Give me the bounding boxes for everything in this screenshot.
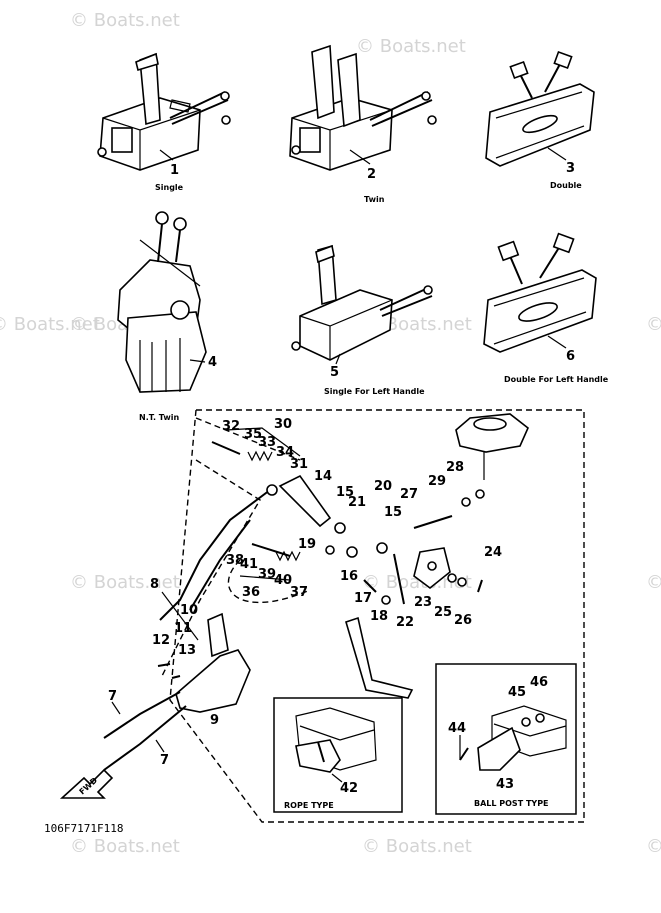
inset-caption: ROPE TYPE xyxy=(284,801,334,810)
callout-number: 30 xyxy=(274,417,292,432)
callout-number: 34 xyxy=(276,445,294,460)
variant-caption: N.T. Twin xyxy=(139,413,180,422)
callout-number: 32 xyxy=(222,419,240,434)
watermark: © Boats.net xyxy=(646,836,661,857)
callout-number: 16 xyxy=(340,569,358,584)
variant-caption: Double For Left Handle xyxy=(504,375,609,384)
callout-numbers: 7 7 8 9 10 11 12 13 14 15 15 16 17 18 19… xyxy=(108,417,502,768)
callout-number: 39 xyxy=(258,567,276,582)
callout-number: 15 xyxy=(384,505,402,520)
callout-number: 33 xyxy=(258,435,276,450)
nt-twin-remote-control-drawing xyxy=(117,211,207,393)
callout-number: 20 xyxy=(374,479,392,494)
callout-number: 12 xyxy=(152,633,170,648)
callout-number: 23 xyxy=(414,595,432,610)
callout-number: 28 xyxy=(446,460,464,475)
variant-number: 2 xyxy=(367,167,376,182)
variant-number: 1 xyxy=(170,163,179,178)
callout-number: 17 xyxy=(354,591,372,606)
variant-caption: Single xyxy=(155,183,184,192)
variant-number: 3 xyxy=(566,161,575,176)
inset-caption: BALL POST TYPE xyxy=(474,799,549,808)
variant-twin: 2 Twin xyxy=(289,44,437,204)
variant-number: 4 xyxy=(208,355,217,370)
variant-caption: Single For Left Handle xyxy=(324,387,425,396)
double-left-remote-control-drawing xyxy=(483,232,597,353)
watermark: © Boats.net xyxy=(0,314,100,335)
watermark: © Boats.net xyxy=(646,314,661,335)
callout-number: 11 xyxy=(174,621,192,636)
callout-number: 29 xyxy=(428,474,446,489)
inset-part-number: 44 xyxy=(448,721,466,736)
inset-part-number: 43 xyxy=(496,777,514,792)
assembly-boundary xyxy=(169,409,585,823)
callout-number: 7 xyxy=(160,753,169,768)
callout-number: 7 xyxy=(108,689,117,704)
variant-nt-twin: 4 N.T. Twin xyxy=(117,211,217,422)
variant-double: 3 Double xyxy=(485,50,595,190)
watermark: © Boats.net xyxy=(70,10,180,31)
callout-number: 14 xyxy=(314,469,332,484)
watermark: © Boats.net xyxy=(362,836,472,857)
watermark: © Boats.net xyxy=(356,36,466,57)
callout-number: 25 xyxy=(434,605,452,620)
variant-double-left: 6 Double For Left Handle xyxy=(483,232,609,384)
watermark: © Boats.net xyxy=(70,836,180,857)
variant-single: 1 Single xyxy=(97,52,231,192)
callout-number: 22 xyxy=(396,615,414,630)
inset-part-number: 46 xyxy=(530,675,548,690)
inset-part-number: 42 xyxy=(340,781,358,796)
watermark: © Boats.net xyxy=(70,572,180,593)
variant-caption: Double xyxy=(550,181,582,190)
twin-remote-control-drawing xyxy=(289,44,437,171)
callout-number: 31 xyxy=(290,457,308,472)
callout-number: 26 xyxy=(454,613,472,628)
variant-single-left: 5 Single For Left Handle xyxy=(291,244,433,396)
callout-number: 13 xyxy=(178,643,196,658)
watermark: © Boats.net xyxy=(646,572,661,593)
arrow-icon xyxy=(59,768,114,799)
callout-number: 9 xyxy=(210,713,219,728)
callout-number: 24 xyxy=(484,545,502,560)
callout-number: 37 xyxy=(290,585,308,600)
callout-number: 41 xyxy=(240,557,258,572)
main-assembly xyxy=(103,409,585,823)
callout-number: 21 xyxy=(348,495,366,510)
variant-number: 6 xyxy=(566,349,575,364)
diagram-code: 106F7171F118 xyxy=(44,822,123,835)
single-left-remote-control-drawing xyxy=(291,244,433,361)
callout-number: 18 xyxy=(370,609,388,624)
callout-number: 27 xyxy=(400,487,418,502)
inset-rope-type: 42 ROPE TYPE xyxy=(273,697,403,813)
variant-caption: Twin xyxy=(364,195,385,204)
single-remote-control-drawing xyxy=(97,52,231,171)
inset-ball-post-type: 43 44 45 46 BALL POST TYPE xyxy=(435,663,577,815)
variant-number: 5 xyxy=(330,365,339,380)
callout-number: 15 xyxy=(336,485,354,500)
callout-number: 35 xyxy=(244,427,262,442)
callout-number: 19 xyxy=(298,537,316,552)
fwd-arrow: FWD xyxy=(59,768,114,799)
callout-number: 8 xyxy=(150,577,159,592)
callout-number: 36 xyxy=(242,585,260,600)
inset-part-number: 45 xyxy=(508,685,526,700)
callout-number: 40 xyxy=(274,573,292,588)
double-remote-control-drawing xyxy=(485,50,595,167)
callout-number: 10 xyxy=(180,603,198,618)
callout-number: 38 xyxy=(226,553,244,568)
